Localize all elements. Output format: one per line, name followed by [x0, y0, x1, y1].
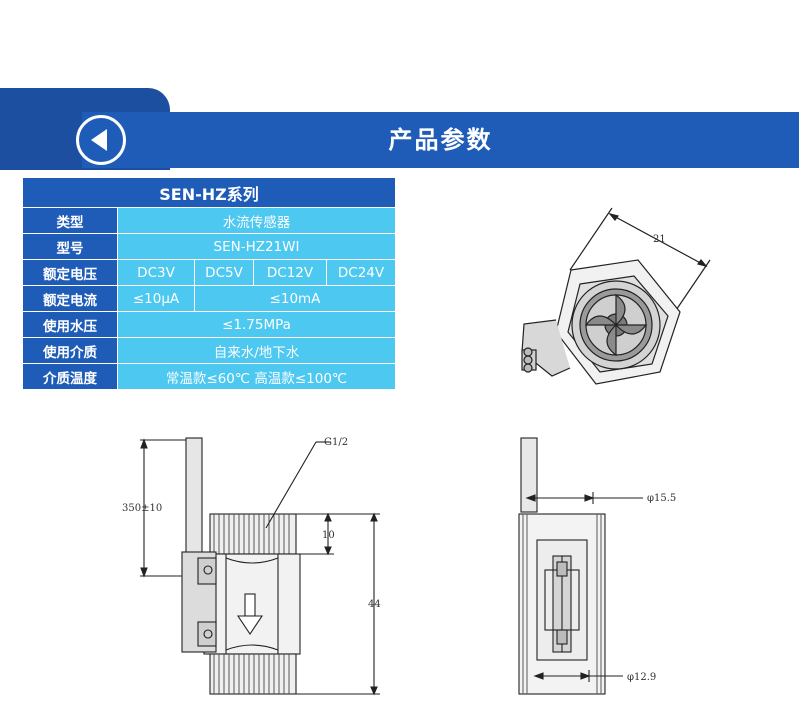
row-label: 类型: [22, 207, 118, 234]
table-row: 额定电流 ≤10μA ≤10mA: [22, 285, 396, 312]
row-value: DC3V: [117, 259, 195, 286]
section-top-dim-label: φ15.5: [647, 493, 676, 504]
row-label: 使用水压: [22, 311, 118, 338]
table-row: 使用水压 ≤1.75MPa: [22, 311, 396, 338]
table-row: 类型 水流传感器: [22, 207, 396, 234]
row-label: 使用介质: [22, 337, 118, 364]
top-view-drawing: 21: [521, 207, 711, 385]
thread-label: G1/2: [324, 437, 348, 448]
row-value: 自来水/地下水: [117, 337, 396, 364]
page-title: 产品参数: [388, 126, 493, 154]
row-value: DC5V: [194, 259, 254, 286]
row-label: 介质温度: [22, 363, 118, 390]
row-value: 水流传感器: [117, 207, 396, 234]
side-view-drawing: G1/2 350±10 10 44: [122, 437, 381, 696]
wire-dim-label: 350±10: [122, 503, 162, 514]
row-label: 额定电流: [22, 285, 118, 312]
table-row: 型号 SEN-HZ21WI: [22, 233, 396, 260]
table-row: 额定电压 DC3V DC5V DC12V DC24V: [22, 259, 396, 286]
top-view-dim-label: 21: [653, 234, 666, 245]
row-value: ≤1.75MPa: [117, 311, 396, 338]
thread-dim-label: 10: [322, 530, 335, 541]
row-value: ≤10μA: [117, 285, 195, 312]
row-value: DC12V: [253, 259, 327, 286]
back-button[interactable]: [76, 115, 126, 165]
section-view-drawing: φ15.5 φ12.9: [518, 437, 676, 695]
spec-table-title: SEN-HZ系列: [22, 177, 396, 208]
height-dim-label: 44: [368, 599, 381, 610]
table-row: 使用介质 自来水/地下水: [22, 337, 396, 364]
row-value: DC24V: [326, 259, 396, 286]
row-value: SEN-HZ21WI: [117, 233, 396, 260]
header-banner: 产品参数: [82, 112, 799, 168]
arrow-left-circle-icon: [91, 129, 107, 151]
row-value: ≤10mA: [194, 285, 396, 312]
row-value: 常温款≤60℃ 高温款≤100℃: [117, 363, 396, 390]
table-row: 介质温度 常温款≤60℃ 高温款≤100℃: [22, 363, 396, 390]
spec-table: SEN-HZ系列 类型 水流传感器 型号 SEN-HZ21WI 额定电压 DC3…: [22, 177, 396, 390]
row-label: 型号: [22, 233, 118, 260]
row-label: 额定电压: [22, 259, 118, 286]
section-bottom-dim-label: φ12.9: [627, 672, 656, 683]
